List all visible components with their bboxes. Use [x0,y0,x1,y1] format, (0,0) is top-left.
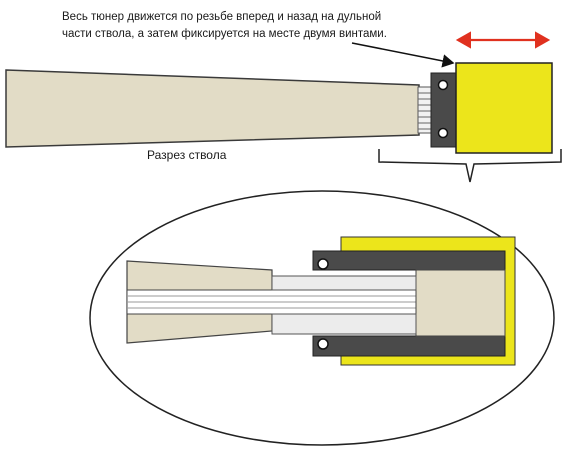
brace [378,149,562,183]
screw-icon [437,127,449,139]
screw-icon [317,258,329,270]
pointer-arrow-icon [351,42,455,68]
section-label: Разрез ствола [147,148,227,162]
description-text: Весь тюнер движется по резьбе вперед и н… [62,11,387,40]
tuner-weight [455,62,553,154]
barrel-threaded-section [271,313,417,335]
barrel-cross-section [126,236,516,366]
screw-icon [437,79,449,91]
screw-icon [317,338,329,350]
barrel-external-view [5,62,553,154]
muzzle-thread [417,86,432,134]
barrel-threaded-section [271,275,417,291]
barrel [5,69,420,148]
tuner-insert [415,269,506,337]
